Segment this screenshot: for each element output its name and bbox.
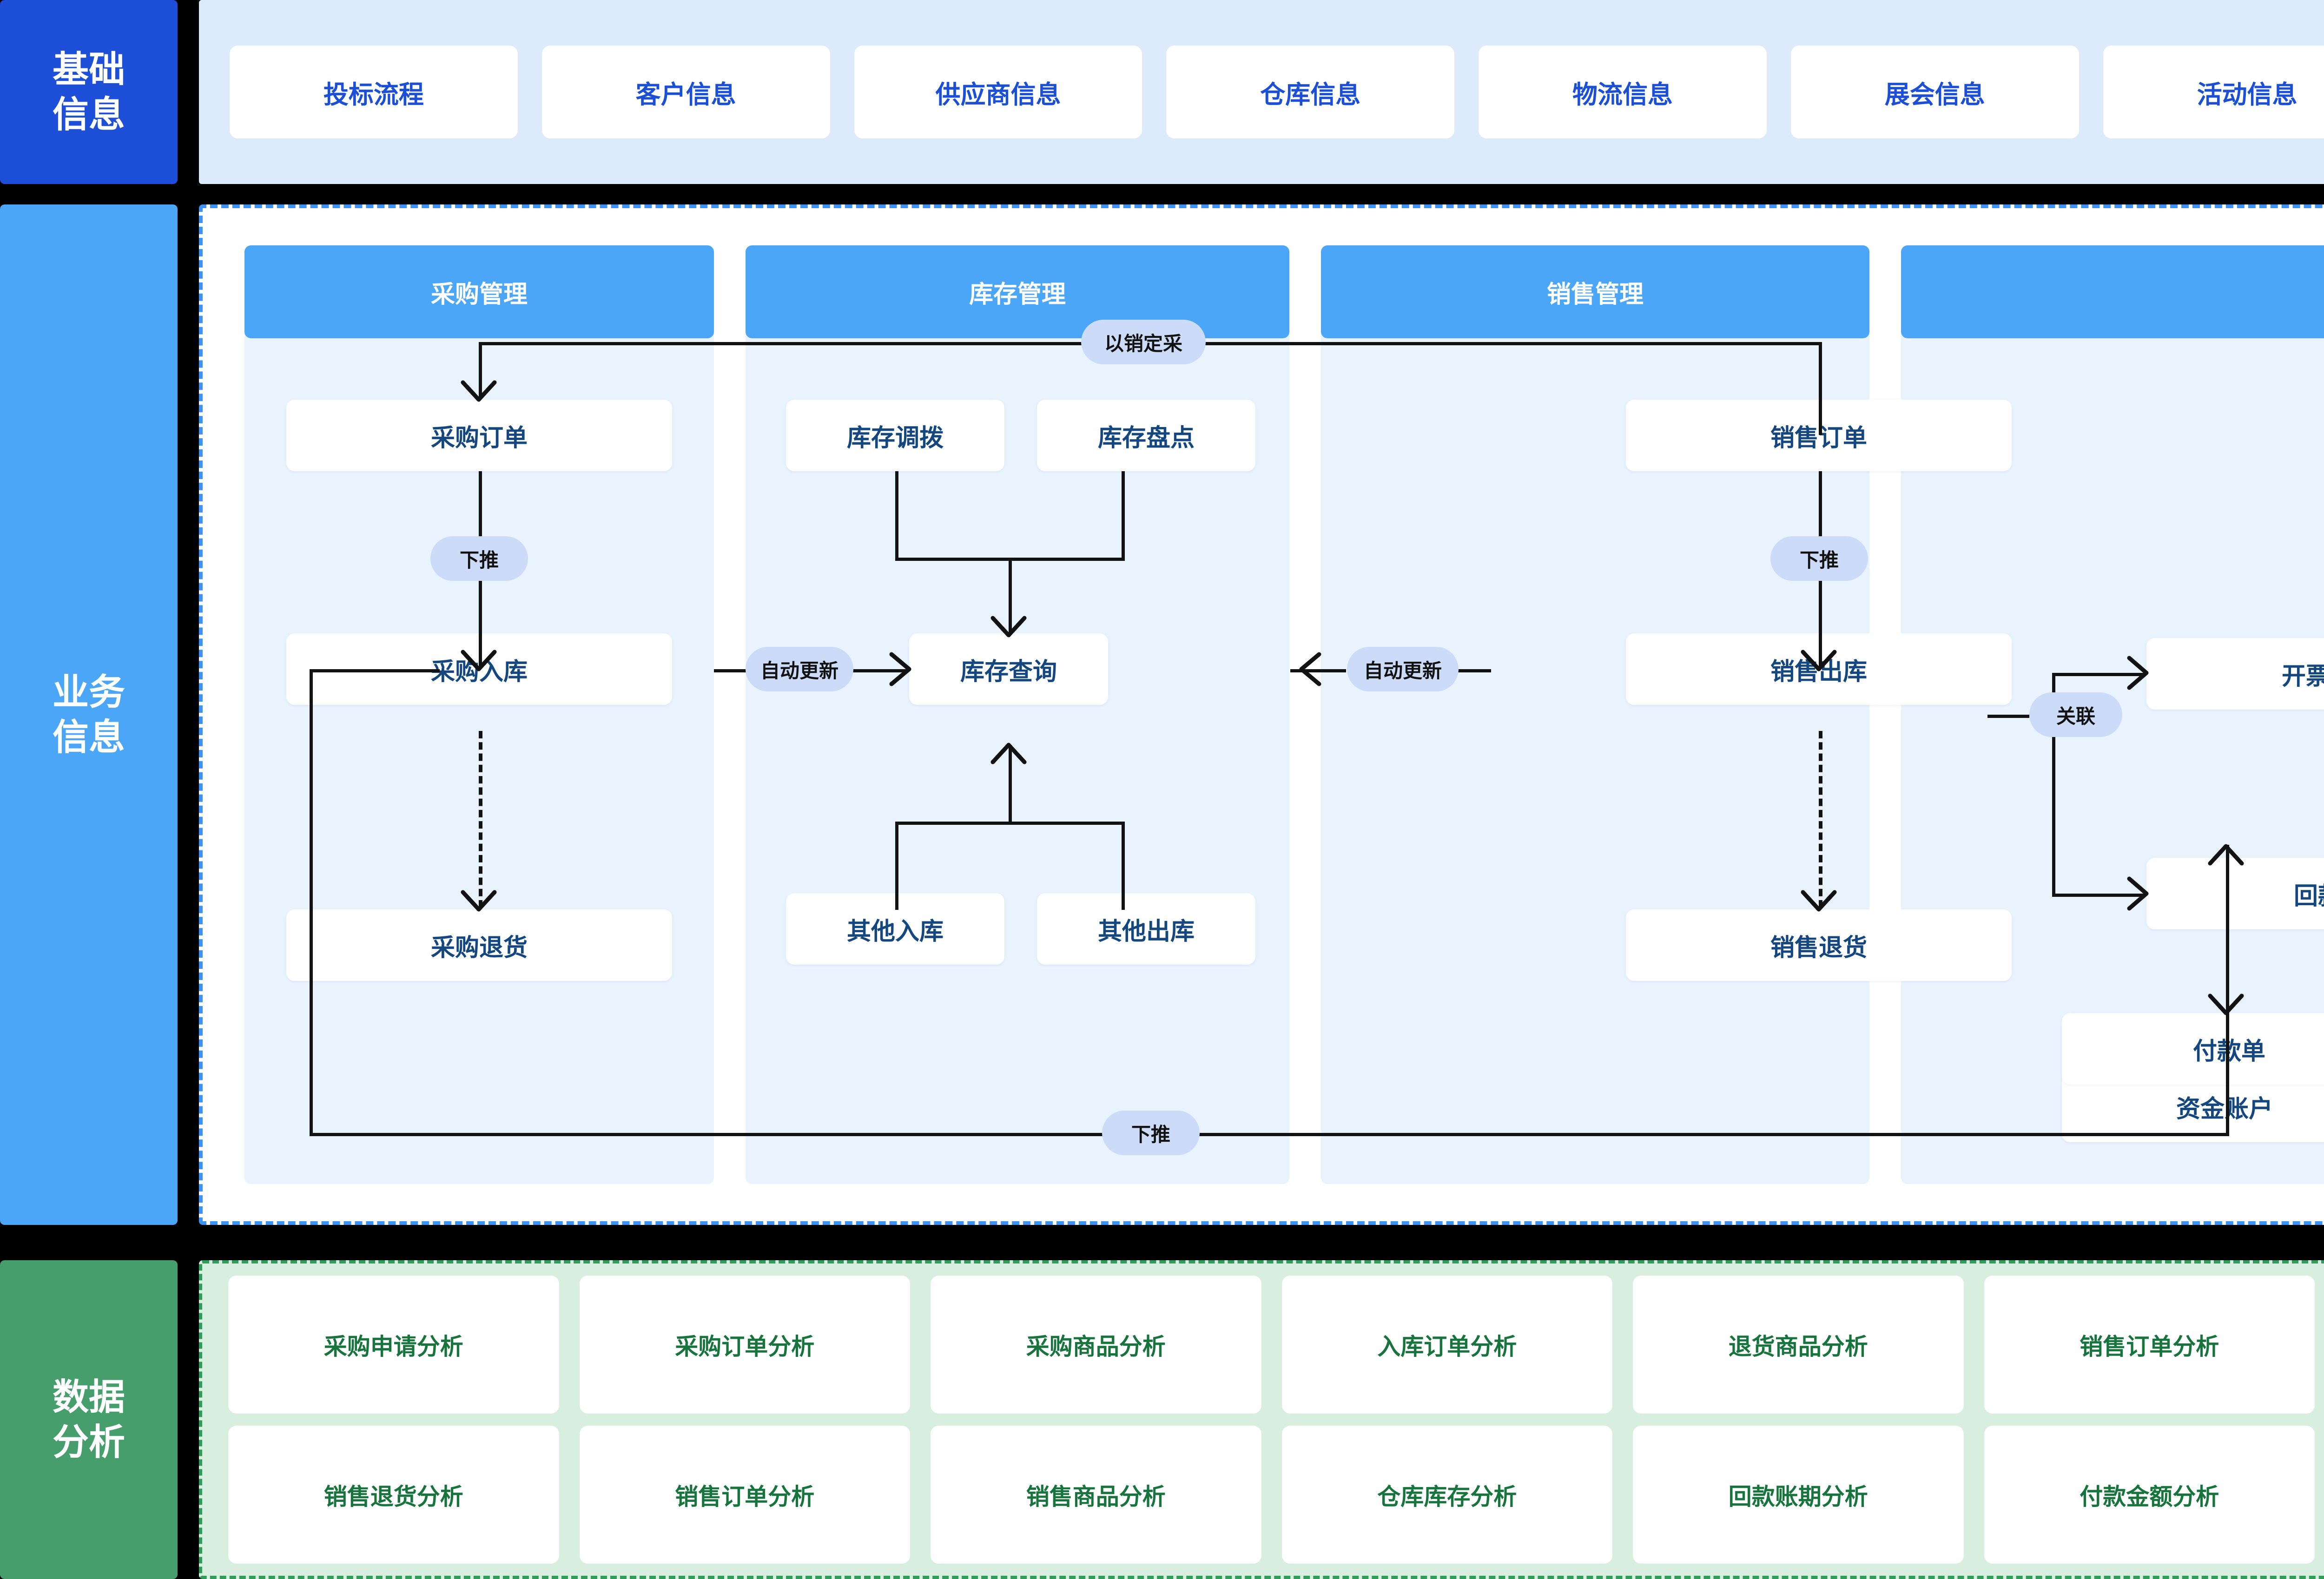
sidebar-data-line2: 分析 [52,1421,125,1462]
node-inventory-query[interactable]: 库存查询 [909,633,1108,705]
line-stocktake-down [1122,471,1125,559]
pill-pushdown-sales: 下推 [1770,536,1868,581]
data-card-warehouse-stock-analysis[interactable]: 仓库库存分析 [1281,1426,1612,1564]
node-purchase-order[interactable]: 采购订单 [286,400,672,471]
data-card-sales-product-analysis[interactable]: 销售商品分析 [931,1426,1261,1564]
line-transfer-down [895,471,898,559]
line-auto-left-b [852,669,908,672]
data-card-receivable-period-analysis[interactable]: 回款账期分析 [1633,1426,1964,1564]
data-card-sales-return-analysis[interactable]: 销售退货分析 [228,1426,559,1564]
column-header-sales[interactable]: 销售管理 [1321,245,1869,338]
basic-card-warehouse-info[interactable]: 仓库信息 [1166,46,1455,138]
column-header-inventory[interactable]: 库存管理 [746,245,1289,338]
line-fund-to-payment [2226,933,2229,1012]
data-card-sales-order-analysis[interactable]: 销售订单分析 [1984,1276,2315,1414]
line-merge-to-query [1009,558,1012,634]
data-card-payment-amount-analysis[interactable]: 付款金额分析 [1984,1426,2315,1564]
sidebar-basic-line2: 信息 [52,94,125,135]
sidebar-data-line1: 数据 [52,1376,125,1417]
data-analysis-strip: 采购申请分析 采购订单分析 采购商品分析 入库订单分析 退货商品分析 销售订单分… [199,1260,2324,1579]
pill-pushdown-purchase: 下推 [430,536,528,581]
sidebar-basic-line1: 基础 [52,48,125,90]
data-card-purchase-request-analysis[interactable]: 采购申请分析 [228,1276,559,1414]
basic-card-exhibition-info[interactable]: 展会信息 [1790,46,2079,138]
line-sales-driven-down-right [1819,342,1822,435]
data-card-return-product-analysis[interactable]: 退货商品分析 [1633,1276,1964,1414]
data-card-sales-order-analysis-2[interactable]: 销售订单分析 [579,1426,910,1564]
basic-info-strip: 投标流程 客户信息 供应商信息 仓库信息 物流信息 展会信息 活动信息 员工信息… [199,0,2324,184]
pill-auto-update-right: 自动更新 [1347,647,1459,691]
data-card-purchase-order-analysis[interactable]: 采购订单分析 [579,1276,910,1414]
node-inventory-stocktake[interactable]: 库存盘点 [1037,400,1255,471]
basic-card-activity-info[interactable]: 活动信息 [2103,46,2324,138]
sidebar-business-line2: 信息 [52,717,125,757]
node-receipt-order[interactable]: 回款单 [2146,858,2324,929]
basic-card-supplier-info[interactable]: 供应商信息 [854,46,1142,138]
line-other-to-query [1009,745,1012,824]
basic-card-bidding-process[interactable]: 投标流程 [230,46,518,138]
column-header-finance[interactable]: 财务管理 [1901,245,2324,338]
line-auto-left-a [714,669,746,672]
pill-pushdown-bottom: 下推 [1102,1111,1200,1155]
node-sales-return[interactable]: 销售退货 [1626,909,2012,981]
sidebar-section-basic-info[interactable]: 基础 信息 [0,0,178,184]
column-header-purchase[interactable]: 采购管理 [244,245,714,338]
line-bottom-pushdown [310,1133,2229,1136]
line-purchase-inbound-to-return [479,731,482,908]
data-analysis-row-1: 采购申请分析 采购订单分析 采购商品分析 入库订单分析 退货商品分析 销售订单分… [218,1276,2324,1414]
node-other-outbound[interactable]: 其他出库 [1037,893,1255,965]
line-other-in-up [895,822,898,910]
pill-sales-driven-purchase: 以销定采 [1081,320,1206,364]
line-sales-driven-down-left [479,342,482,398]
basic-card-customer-info[interactable]: 客户信息 [541,46,830,138]
data-analysis-row-2: 销售退货分析 销售订单分析 销售商品分析 仓库库存分析 回款账期分析 付款金额分… [218,1426,2324,1564]
line-auto-right-a [1290,669,1346,672]
sidebar-section-business-info[interactable]: 业务 信息 [0,204,178,1225]
line-auto-right-b [1458,669,1491,672]
basic-card-logistics-info[interactable]: 物流信息 [1479,46,1767,138]
line-relate-to-invoice [2052,673,2145,676]
line-relate-split [2052,673,2055,896]
sidebar-business-line1: 业务 [52,671,125,712]
sidebar-section-data-analysis[interactable]: 数据 分析 [0,1260,178,1579]
pill-auto-update-left: 自动更新 [746,647,853,691]
line-inbound-left-down [310,669,313,1136]
business-info-block: 采购管理 库存管理 销售管理 财务管理 [199,204,2324,1225]
line-relate-to-receipt [2052,894,2145,897]
data-card-purchase-product-analysis[interactable]: 采购商品分析 [931,1276,1261,1414]
line-inbound-left-stub [310,669,440,672]
line-other-out-up [1122,822,1125,910]
node-inventory-transfer[interactable]: 库存调拨 [786,400,1004,471]
node-purchase-return[interactable]: 采购退货 [286,909,672,981]
data-card-inbound-order-analysis[interactable]: 入库订单分析 [1281,1276,1612,1414]
node-payment-order[interactable]: 付款单 [2062,1013,2324,1085]
node-invoice-apply[interactable]: 开票申请 [2146,638,2324,710]
line-sales-outbound-to-return [1819,731,1822,908]
line-relate-stub [1987,715,2029,718]
pill-relate: 关联 [2029,692,2122,737]
